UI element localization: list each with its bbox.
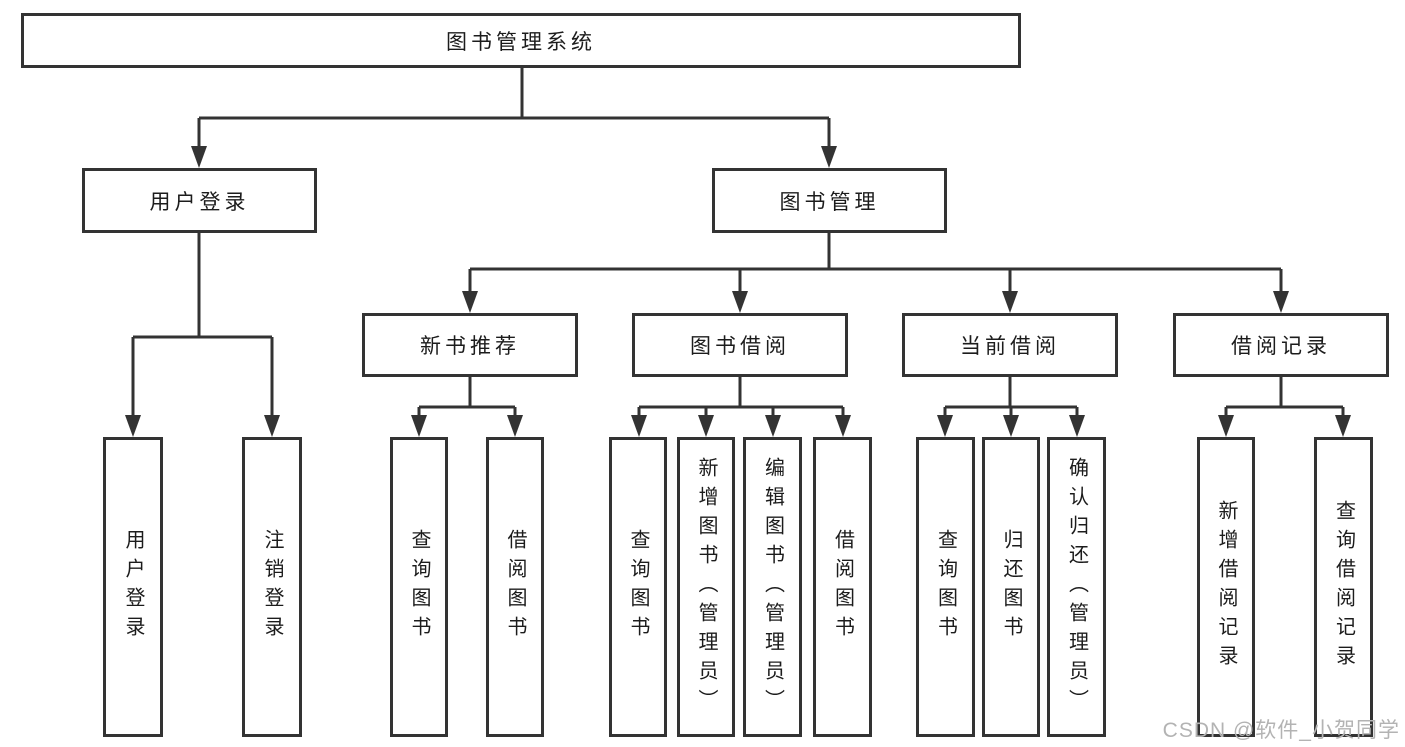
leaf-return-books: 归还图书 bbox=[982, 437, 1040, 737]
node-current-borrow: 当前借阅 bbox=[902, 313, 1118, 377]
connector-paths bbox=[131, 68, 1345, 419]
arrow-down-icon bbox=[1069, 415, 1085, 437]
leaf-add-borrow-record: 新增借阅记录 bbox=[1197, 437, 1255, 737]
node-label: 图书管理 bbox=[779, 190, 880, 214]
arrow-down-icon bbox=[125, 415, 141, 437]
leaf-query-books-borrow: 查询图书 bbox=[609, 437, 667, 737]
arrow-down-icon bbox=[1273, 291, 1289, 313]
node-label: 注销登录 bbox=[261, 529, 283, 645]
arrow-down-icon bbox=[835, 415, 851, 437]
node-label: 借阅记录 bbox=[1231, 335, 1331, 358]
leaf-query-books-current: 查询图书 bbox=[916, 437, 975, 737]
node-label: 当前借阅 bbox=[960, 335, 1060, 358]
node-borrow-record: 借阅记录 bbox=[1173, 313, 1389, 377]
arrow-down-icon bbox=[507, 415, 523, 437]
node-label: 图书借阅 bbox=[690, 335, 790, 358]
leaf-confirm-return-admin: 确认归还（管理员） bbox=[1047, 437, 1106, 737]
arrow-down-icon bbox=[698, 415, 714, 437]
leaf-logout: 注销登录 bbox=[242, 437, 302, 737]
leaf-add-books-admin: 新增图书（管理员） bbox=[677, 437, 735, 737]
arrow-down-icon bbox=[1003, 415, 1019, 437]
node-label: 确认归还（管理员） bbox=[1065, 456, 1088, 718]
node-label: 查询图书 bbox=[934, 529, 957, 645]
node-label: 查询图书 bbox=[408, 529, 430, 645]
arrow-down-icon bbox=[765, 415, 781, 437]
node-label: 新书推荐 bbox=[420, 335, 520, 358]
node-label: 用户登录 bbox=[149, 190, 250, 214]
node-new-book-recommend: 新书推荐 bbox=[362, 313, 578, 377]
node-label: 新增借阅记录 bbox=[1215, 500, 1237, 674]
leaf-edit-books-admin: 编辑图书（管理员） bbox=[743, 437, 802, 737]
arrow-down-icon bbox=[631, 415, 647, 437]
node-label: 借阅图书 bbox=[504, 529, 526, 645]
node-label: 查询借阅记录 bbox=[1332, 500, 1355, 674]
leaf-borrow-books: 借阅图书 bbox=[813, 437, 872, 737]
node-label: 图书管理系统 bbox=[446, 30, 596, 54]
arrow-down-icon bbox=[732, 291, 748, 313]
leaf-query-borrow-record: 查询借阅记录 bbox=[1314, 437, 1373, 737]
arrow-down-icon bbox=[191, 146, 207, 168]
arrow-down-icon bbox=[1218, 415, 1234, 437]
arrow-down-icon bbox=[411, 415, 427, 437]
leaf-user-login: 用户登录 bbox=[103, 437, 163, 737]
arrow-down-icon bbox=[462, 291, 478, 313]
node-label: 查询图书 bbox=[627, 529, 649, 645]
arrow-down-icon bbox=[821, 146, 837, 168]
arrow-down-icon bbox=[1002, 291, 1018, 313]
arrow-down-icon bbox=[1335, 415, 1351, 437]
node-user-login-branch: 用户登录 bbox=[82, 168, 317, 233]
node-book-management: 图书管理 bbox=[712, 168, 947, 233]
node-label: 归还图书 bbox=[1000, 529, 1022, 645]
node-label: 借阅图书 bbox=[831, 529, 854, 645]
node-label: 用户登录 bbox=[122, 529, 144, 645]
node-label: 新增图书（管理员） bbox=[695, 456, 717, 718]
watermark: CSDN @软件_小贺同学 bbox=[1162, 719, 1400, 742]
arrowheads bbox=[125, 146, 1351, 437]
arrow-down-icon bbox=[937, 415, 953, 437]
node-book-borrow: 图书借阅 bbox=[632, 313, 848, 377]
node-label: 编辑图书（管理员） bbox=[761, 456, 784, 718]
node-root-system: 图书管理系统 bbox=[21, 13, 1021, 68]
leaf-query-books-recommend: 查询图书 bbox=[390, 437, 448, 737]
leaf-borrow-books-recommend: 借阅图书 bbox=[486, 437, 544, 737]
arrow-down-icon bbox=[264, 415, 280, 437]
